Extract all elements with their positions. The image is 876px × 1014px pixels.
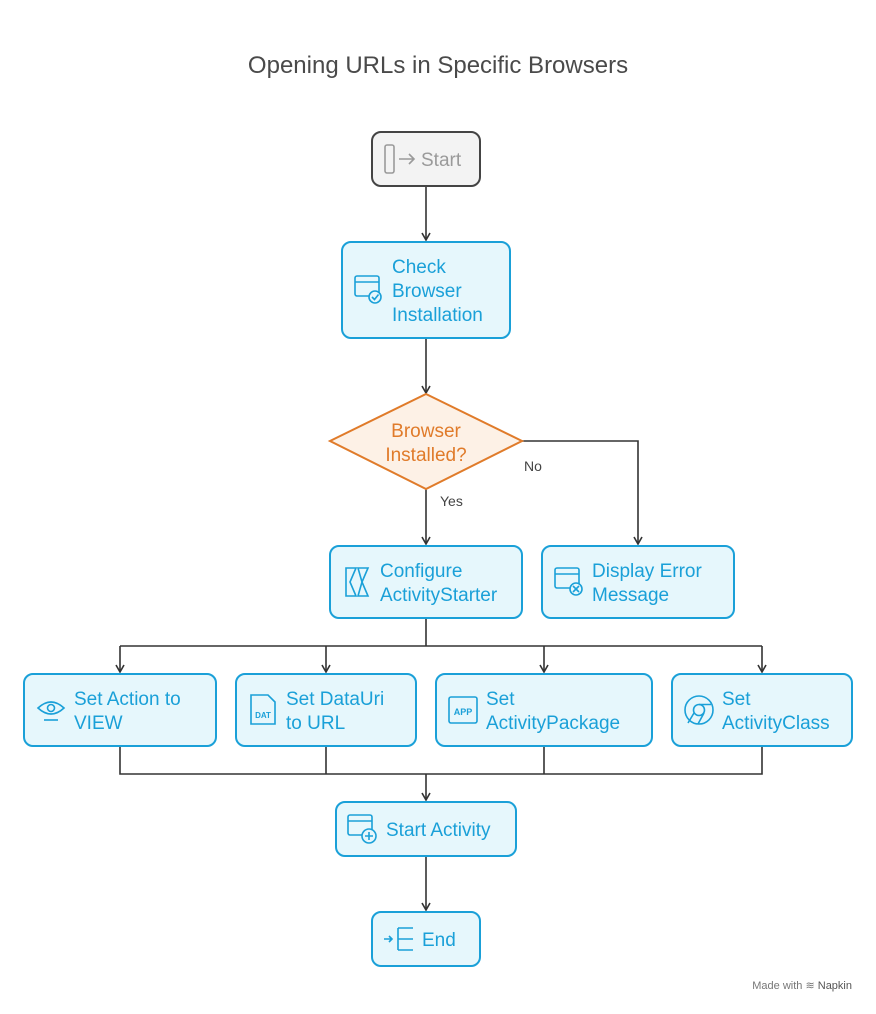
node-datauri-label-line1: Set DataUri	[286, 689, 384, 710]
edges	[115, 186, 767, 912]
node-configure-label-line2: ActivityStarter	[380, 585, 498, 606]
app-icon: APP	[448, 696, 478, 724]
node-package-label-line2: ActivityPackage	[486, 713, 620, 734]
node-action-label-line2: VIEW	[74, 713, 123, 734]
node-decision-label-line1: Browser	[391, 421, 461, 442]
node-configure[interactable]: Configure ActivityStarter	[329, 545, 523, 619]
edge-configure-split	[120, 618, 762, 647]
node-end-label: End	[422, 930, 456, 951]
node-class-label-line2: ActivityClass	[722, 713, 830, 734]
node-decision[interactable]: Browser Installed?	[327, 392, 525, 491]
svg-text:DAT: DAT	[255, 711, 271, 720]
node-check-browser[interactable]: Check Browser Installation	[341, 241, 511, 339]
napkin-watermark: Made with ≋ Napkin	[752, 979, 852, 992]
node-set-action[interactable]: Set Action to VIEW	[23, 673, 217, 747]
edge-merge	[119, 746, 763, 775]
diagram-title: Opening URLs in Specific Browsers	[247, 52, 629, 79]
login-icon	[384, 144, 416, 174]
node-display-error[interactable]: Display Error Message	[541, 545, 735, 619]
browser-check-icon	[354, 275, 382, 304]
kotlin-icon	[345, 567, 370, 597]
browser-error-icon	[554, 567, 583, 596]
napkin-logo-icon: ≋	[805, 980, 815, 992]
node-set-package[interactable]: APP Set ActivityPackage	[435, 673, 653, 747]
node-class-label-line1: Set	[722, 689, 751, 710]
node-end[interactable]: End	[371, 911, 481, 967]
node-package-label-line1: Set	[486, 689, 515, 710]
node-check-label-line1: Check	[392, 257, 446, 278]
node-check-label-line2: Browser	[392, 281, 462, 302]
node-start-activity-label: Start Activity	[386, 820, 491, 841]
edge-decision-error	[522, 440, 643, 546]
node-action-label-line1: Set Action to	[74, 689, 181, 710]
node-decision-label-line2: Installed?	[385, 445, 466, 466]
node-start-activity[interactable]: Start Activity	[335, 801, 517, 857]
end-tree-icon	[384, 927, 413, 951]
watermark-brand: Napkin	[817, 980, 852, 992]
node-set-datauri[interactable]: DAT Set DataUri to URL	[235, 673, 417, 747]
node-error-label-line1: Display Error	[592, 561, 702, 582]
edge-label-no: No	[524, 458, 542, 474]
node-start-label: Start	[421, 150, 462, 171]
node-check-label-line3: Installation	[392, 305, 483, 326]
edge-label-yes: Yes	[440, 493, 463, 509]
node-error-label-line2: Message	[592, 585, 669, 606]
node-set-class[interactable]: Set ActivityClass	[671, 673, 853, 747]
watermark-prefix: Made with	[752, 980, 803, 992]
dat-file-icon: DAT	[250, 694, 276, 725]
chrome-icon	[684, 695, 714, 725]
node-configure-label-line1: Configure	[380, 561, 462, 582]
node-start[interactable]: Start	[371, 131, 481, 187]
node-datauri-label-line2: to URL	[286, 713, 345, 734]
browser-add-icon	[347, 814, 377, 844]
eye-icon	[36, 701, 66, 721]
svg-text:APP: APP	[454, 707, 473, 717]
